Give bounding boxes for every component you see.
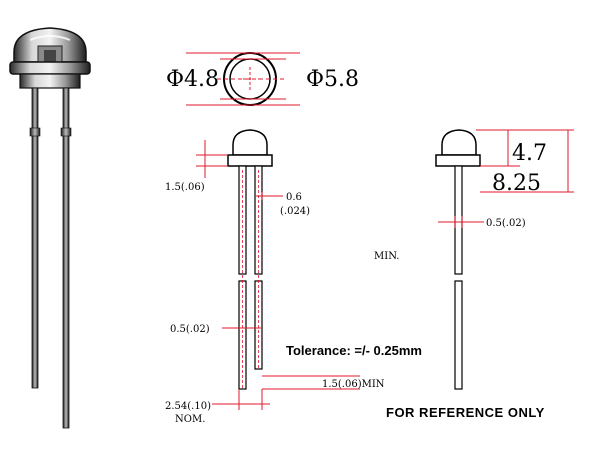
side-dome — [441, 129, 477, 156]
lead-gap-label: 0.5(.02) — [170, 324, 210, 335]
front-collar — [227, 154, 273, 167]
inner-diameter-label: Φ4.8 — [166, 67, 219, 92]
front-dome — [232, 129, 268, 156]
min-note: MIN. — [374, 251, 399, 262]
side-collar — [435, 154, 481, 167]
front-view: 1.5(.06) 0.6 (.024) 0.5(.02) 2.54(.10) N… — [165, 129, 385, 425]
outer-diameter-label: Φ5.8 — [306, 67, 359, 92]
lead-thickness-label: 0.5(.02) — [486, 218, 526, 229]
led-photo — [9, 27, 91, 429]
lead-spacing-note: NOM. — [175, 414, 205, 425]
lead-spacing-label: 2.54(.10) — [165, 401, 211, 412]
lead-width-label: 0.6 — [286, 192, 302, 203]
dome-height-label: 4.7 — [512, 141, 547, 166]
lead-standoff-label: 1.5(.06)MIN — [322, 379, 385, 390]
tolerance-note: Tolerance: =/- 0.25mm — [286, 343, 422, 358]
collar-height-label: 1.5(.06) — [165, 182, 205, 193]
body-height-label: 8.25 — [492, 171, 541, 196]
reference-note: FOR REFERENCE ONLY — [386, 405, 545, 420]
side-lead — [454, 165, 463, 275]
side-view: 4.7 8.25 0.5(.02) MIN. — [374, 129, 574, 390]
lead-width-inch-label: (.024) — [280, 206, 310, 217]
top-view: Φ4.8 Φ5.8 — [166, 52, 359, 106]
